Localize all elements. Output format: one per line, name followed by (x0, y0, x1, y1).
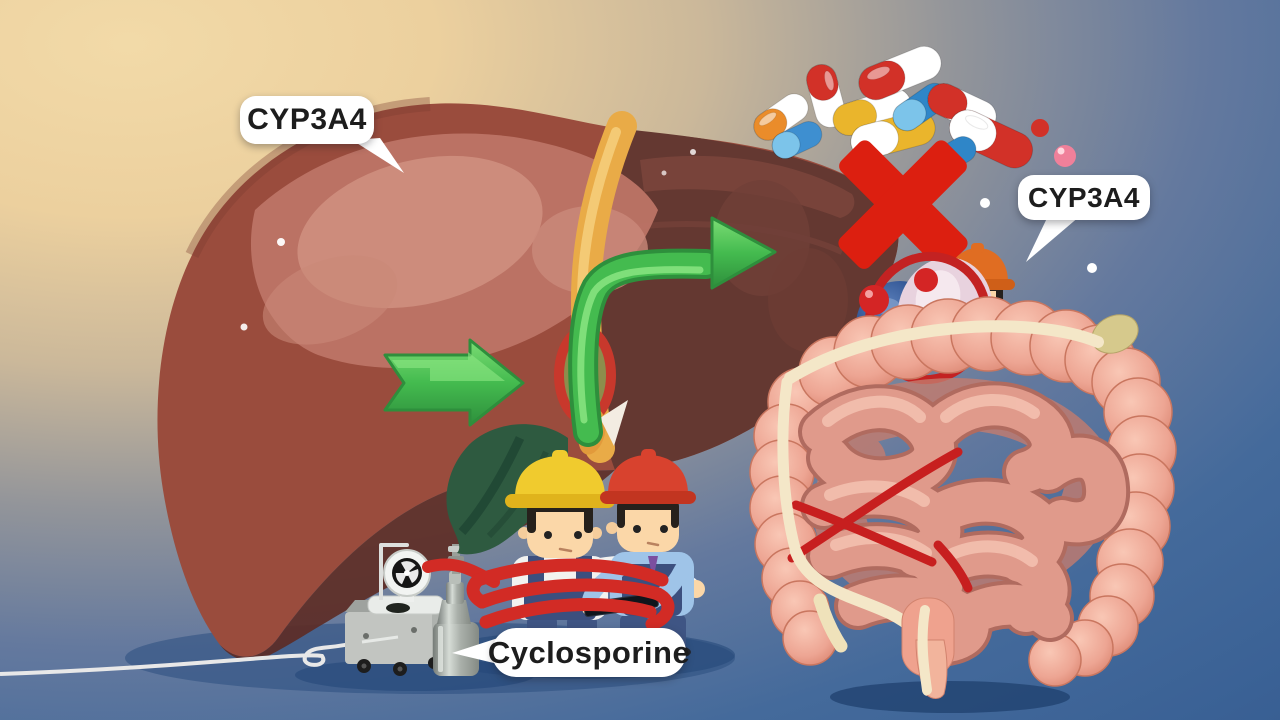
intestine-enzyme-bubble: CYP3A4 (1018, 175, 1150, 220)
appendix (813, 593, 848, 653)
green-arrow-straight-icon (383, 338, 525, 427)
liver-enzyme-bubble: CYP3A4 (240, 96, 374, 144)
drug-name-label: Cyclosporine (487, 634, 691, 670)
small-intestine-coils (798, 378, 1131, 666)
capsule (771, 121, 823, 159)
sparkle-dot (1087, 263, 1097, 273)
capsule (806, 64, 846, 128)
intestine-enzyme-label: CYP3A4 (1028, 181, 1140, 213)
red-x-icon (838, 140, 968, 269)
capsule (858, 45, 942, 101)
pill-capsules-pile (753, 45, 1076, 178)
yellow-hard-hat (505, 450, 615, 508)
drug-name-bubble: Cyclosporine (488, 628, 690, 677)
intestine (749, 296, 1177, 699)
sparkle-dot (980, 198, 990, 208)
capsule (753, 93, 809, 141)
speech-bubble-tails (352, 138, 1080, 664)
power-cable (0, 640, 359, 676)
pump-machine (0, 543, 457, 676)
red-hose (466, 558, 675, 631)
liver-enzyme-label: CYP3A4 (247, 103, 367, 136)
pink-pill-ball (1054, 145, 1076, 167)
fan-device (383, 549, 431, 602)
gas-cylinder (433, 571, 479, 676)
red-hard-hat (600, 449, 696, 504)
rectum (901, 597, 955, 699)
green-arrow-curved-icon (568, 216, 777, 447)
blood-vessels (787, 447, 973, 593)
